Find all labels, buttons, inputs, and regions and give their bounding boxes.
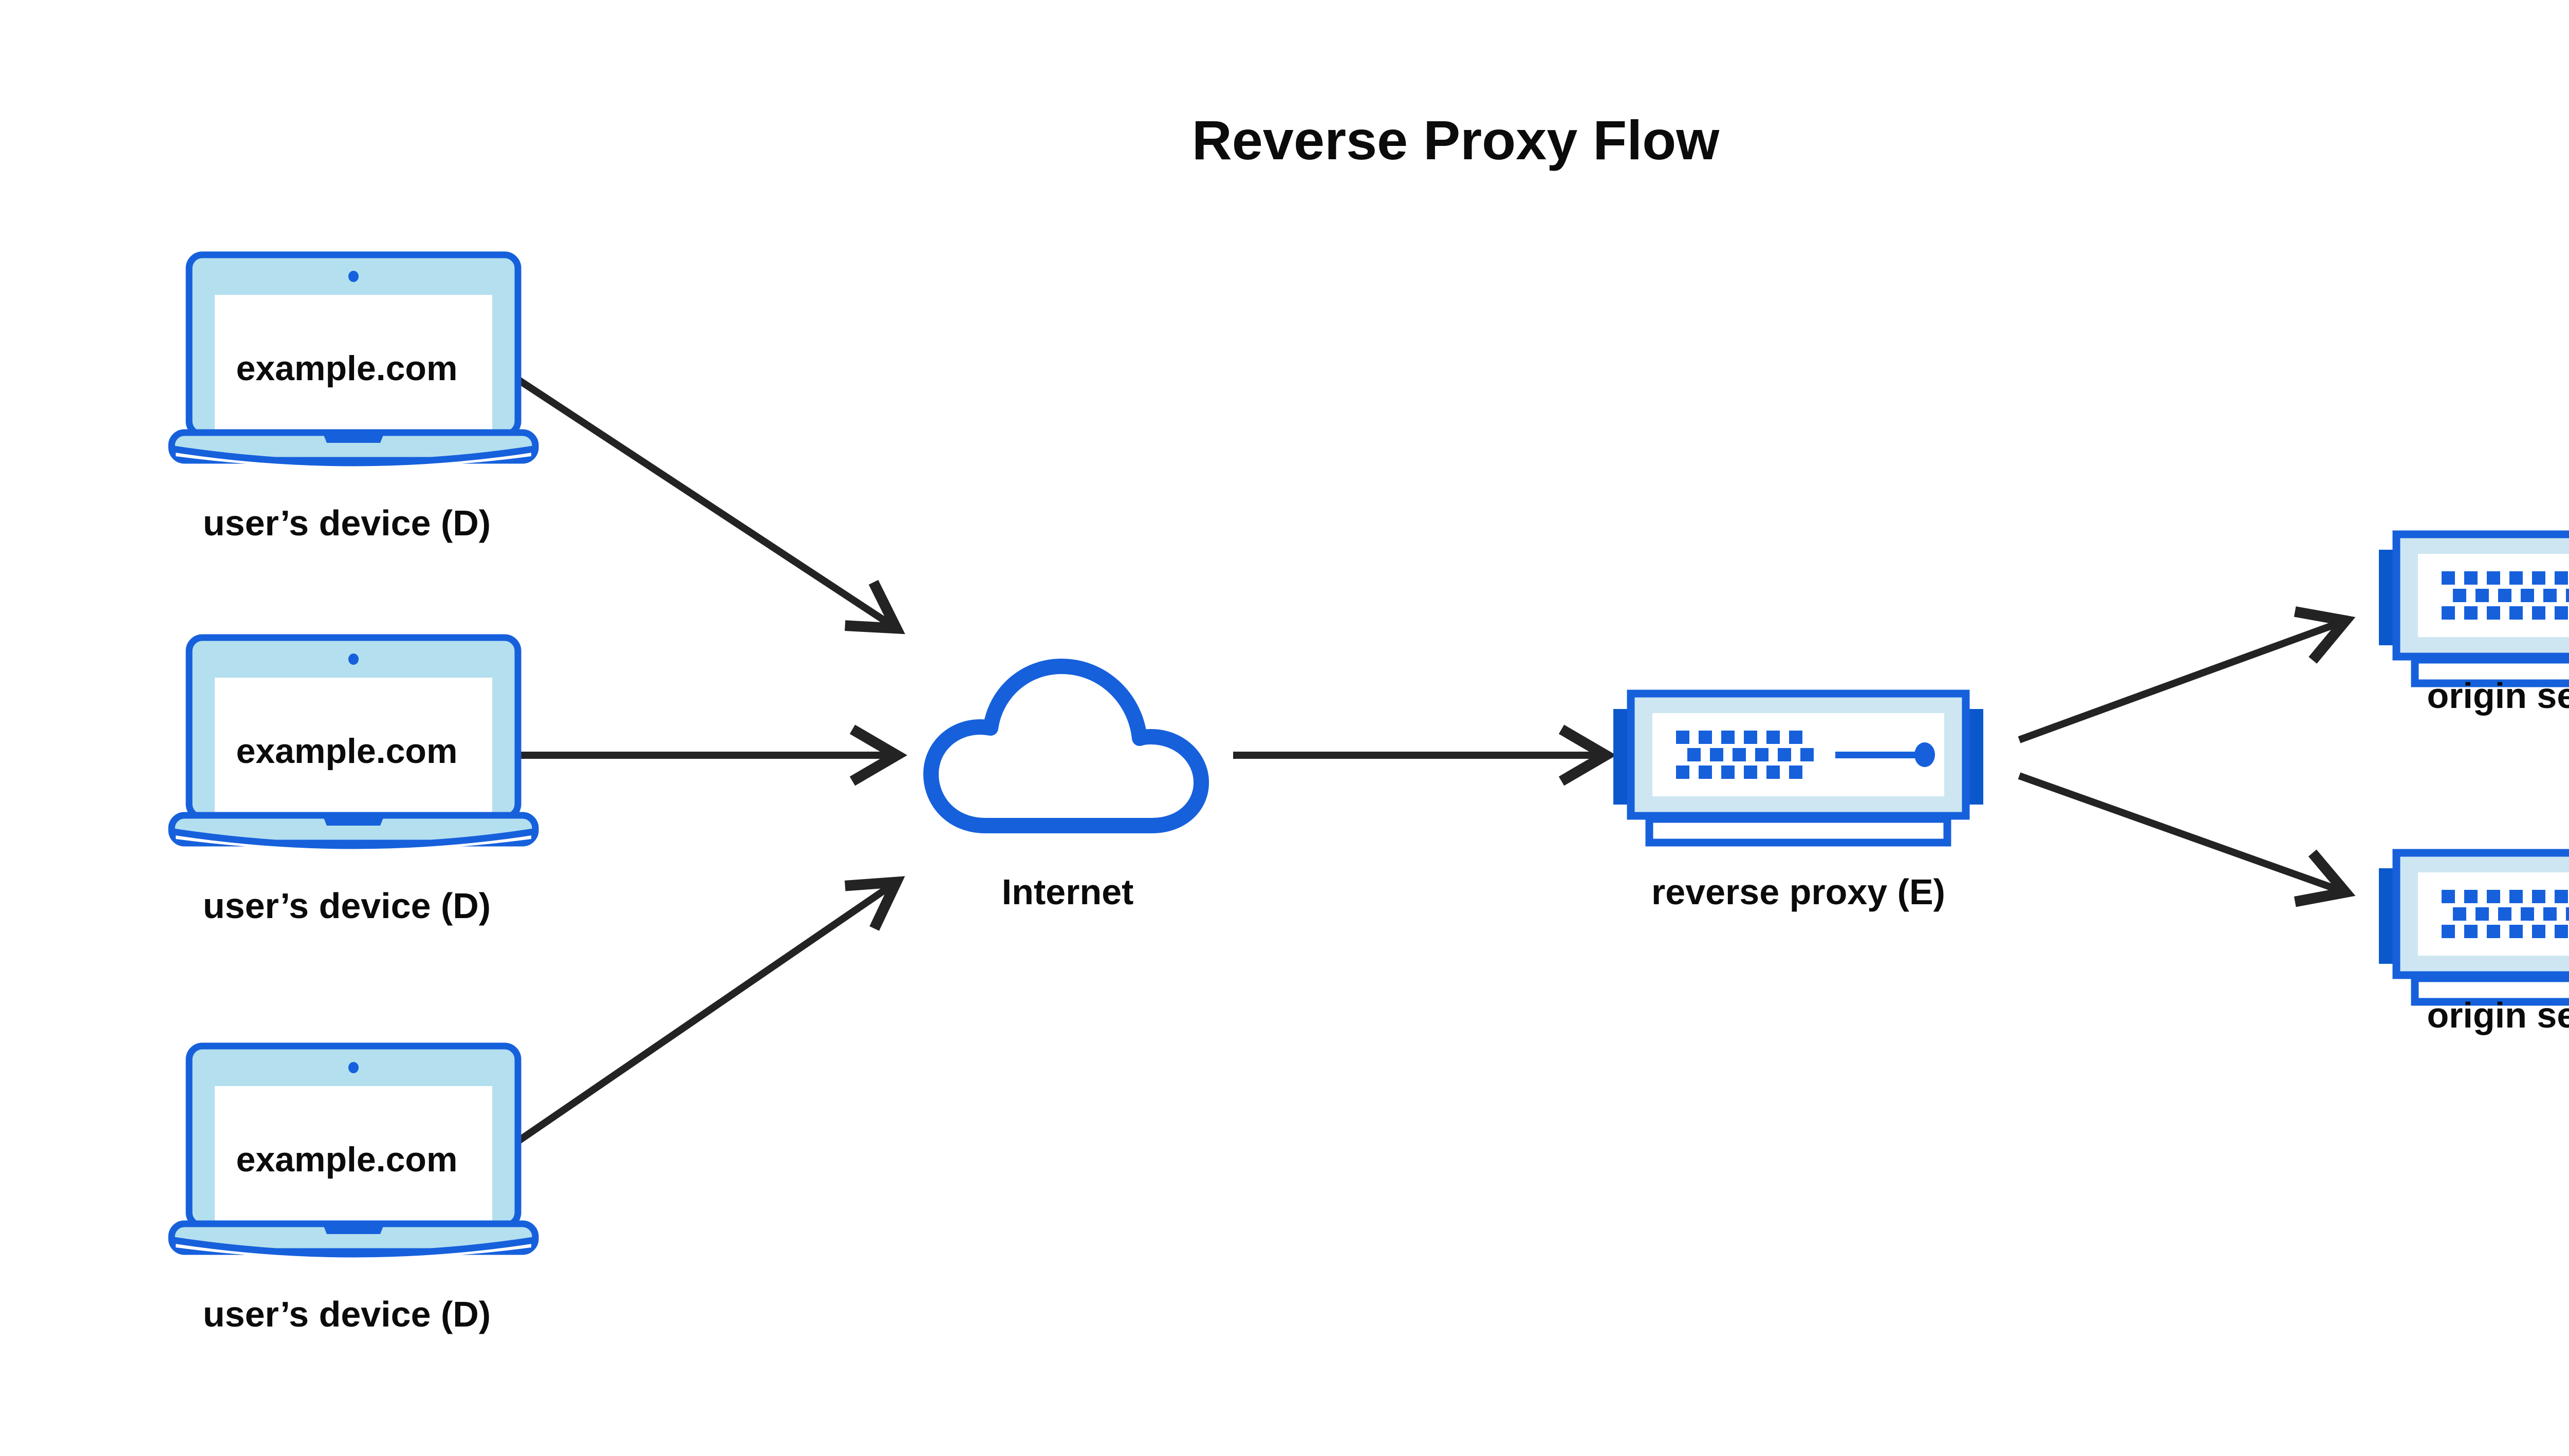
reverse-proxy-label: reverse proxy (E) (1651, 872, 1945, 912)
edge-proxy-to-origin-top (2018, 606, 2356, 743)
edge-client-top-to-internet (517, 377, 905, 634)
client-top-label: user’s device (D) (203, 503, 491, 543)
client-top-node[interactable]: example.com user’s device (D) (172, 255, 535, 543)
origin-top-label: origin server (F) (2427, 676, 2569, 716)
client-middle-node[interactable]: example.com user’s device (D) (172, 638, 535, 926)
client-middle-screen-text: example.com (236, 732, 458, 771)
origin-bottom-label: origin server (F) (2427, 995, 2569, 1035)
client-bottom-screen-text: example.com (236, 1140, 458, 1179)
edge-client-bottom-to-internet (517, 876, 905, 1144)
reverse-proxy-node[interactable]: reverse proxy (E) (1613, 694, 1983, 912)
client-bottom-node[interactable]: example.com user’s device (D) (172, 1046, 535, 1334)
edge-proxy-to-origin-bottom (2018, 772, 2356, 907)
internet-node[interactable]: Internet (931, 666, 1201, 912)
page-title: Reverse Proxy Flow (1192, 109, 1720, 171)
origin-bottom-node[interactable]: origin server (F) (2379, 853, 2569, 1035)
edge-layer (514, 377, 2356, 1144)
internet-label: Internet (1002, 872, 1134, 912)
origin-top-node[interactable]: origin server (F) (2379, 534, 2569, 716)
client-middle-label: user’s device (D) (203, 886, 491, 926)
client-bottom-label: user’s device (D) (203, 1294, 491, 1334)
server-icon (1613, 694, 1983, 843)
client-top-screen-text: example.com (236, 349, 458, 388)
